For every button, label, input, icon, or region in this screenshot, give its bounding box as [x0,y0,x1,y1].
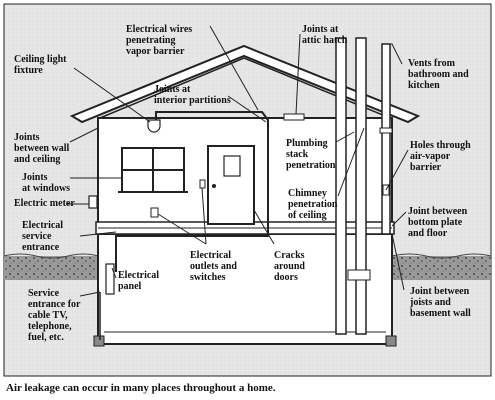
soil-band [3,253,492,280]
attic-hatch [283,113,305,121]
label-outlets-switches: Electrical outlets and switches [190,250,237,283]
leader-lines [66,25,409,297]
label-electrical-panel: Electrical panel [118,270,160,292]
label-ceiling-light: Ceiling light fixture [14,54,67,76]
label-cracks-doors: Cracks around doors [274,250,305,283]
label-service-entrance: Electrical service entrance [22,220,64,253]
label-wall-ceiling: Joints between wall and ceiling [14,132,70,165]
label-electrical-wires: Electrical wires penetrating vapor barri… [126,24,193,57]
label-attic-hatch: Joints at attic hatch [302,24,348,46]
electrical-wire [115,111,269,272]
ceiling-light [147,119,161,133]
label-bottom-plate: Joint between bottom plate and floor [408,206,468,239]
label-windows: Joints at windows [22,172,71,194]
label-service-entrance-cable: Service entrance for cable TV, telephone… [28,288,81,343]
door [207,145,255,225]
label-electric-meter: Electric meter [14,198,75,209]
label-holes-barrier: Holes through air-vapor barrier [410,140,471,173]
switch-plate [199,179,206,189]
label-joists-basement: Joint between joists and basement wall [410,286,471,319]
window [118,147,188,193]
chimney [335,37,371,335]
label-plumbing-stack: Plumbing stack penetration [286,138,336,171]
outlet-plate [150,207,159,218]
label-chimney: Chimney penetration of ceiling [288,188,338,221]
figure-caption: Air leakage can occur in many places thr… [6,382,276,394]
electric-meter [88,195,98,209]
vent-pipe [379,43,393,235]
label-vents: Vents from bathroom and kitchen [408,58,469,91]
label-interior-partitions: Joints at interior partitions [154,84,231,106]
electrical-panel [105,263,115,295]
